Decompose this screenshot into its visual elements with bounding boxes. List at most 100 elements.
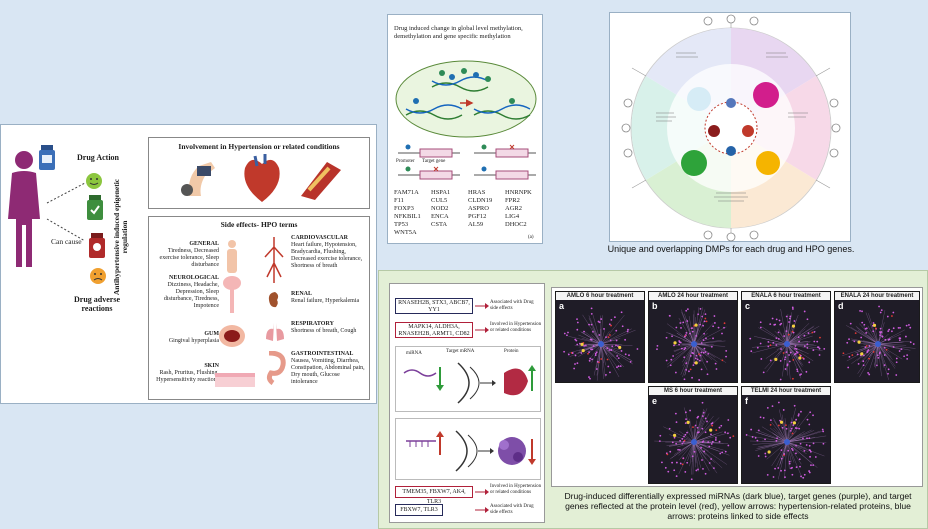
- arrow2: [475, 327, 489, 333]
- gene-cell: AL59: [468, 221, 484, 228]
- networks-area: AMLO 6 hour treatment a AMLO 24 hour tre…: [551, 287, 923, 487]
- mirna-label: miRNA: [406, 351, 422, 356]
- box1-label: Associated with Drug side effects: [490, 300, 534, 311]
- network-e-letter: e: [652, 396, 658, 406]
- networks-caption: Drug-induced differentially expressed mi…: [564, 491, 912, 521]
- gene-cell: NOD2: [431, 205, 449, 212]
- body-icon: [227, 240, 237, 273]
- gene-cell: CUL5: [431, 197, 448, 204]
- box4: FBXW7, TLR3: [395, 504, 443, 516]
- gum-block: GUM Gingival hyperplasia: [151, 331, 219, 345]
- renal-title: RENAL: [291, 291, 313, 297]
- network-panel-a: AMLO 6 hour treatment a: [555, 291, 645, 383]
- gene-cell: HRAS: [468, 189, 486, 196]
- mirna-row-1: miRNA Target mRNA Protein: [395, 346, 541, 412]
- gene-cell: NFKBIL1: [394, 213, 421, 220]
- box3-label: Involved in Hypertension or related cond…: [490, 484, 542, 495]
- side-effects-box: Side effects- HPO terms: [148, 216, 370, 400]
- mirna-panel: RNASEH2B, STX3, ABCB7, YY1 Associated wi…: [378, 270, 928, 529]
- methylation-title: Drug induced change in global level meth…: [394, 25, 523, 40]
- promoter-label: Promoter: [396, 159, 415, 164]
- gi-text: Nausea, Vomiting, Diarrhea, Constipation…: [291, 358, 365, 385]
- network-a-title: AMLO 6 hour treatment: [556, 292, 644, 300]
- vessels-icon: [264, 237, 284, 283]
- dmp-circle-diagram: [621, 14, 841, 242]
- gene-cell: DHOC2: [505, 221, 527, 228]
- skull-bottle-icon: [89, 233, 105, 258]
- network-b-letter: b: [652, 301, 658, 311]
- arrow4: [475, 507, 489, 513]
- drug-action-label: Drug Action: [77, 153, 119, 162]
- circle-panel: [609, 12, 851, 242]
- skin-text: Rash, Pruritus, Flushing, Hypersensitivi…: [156, 370, 219, 383]
- network-panel-f: TELMI 24 hour treatment f: [741, 386, 831, 484]
- sad-face-icon: [90, 268, 106, 284]
- happy-face-icon: [86, 173, 102, 189]
- gene-cell: HSPA1: [431, 189, 451, 196]
- network-c-letter: c: [745, 301, 751, 311]
- box4-label: Associated with Drug side effects: [490, 504, 534, 515]
- network-b-graph: [656, 307, 728, 381]
- target-mrna-label: Target mRNA: [446, 349, 475, 354]
- check-bottle-icon: [87, 195, 103, 220]
- bp-cuff-icon: [181, 162, 215, 196]
- resp-block: RESPIRATORY Shortness of breath, Cough: [291, 321, 367, 335]
- network-d-graph: [842, 305, 916, 380]
- mirna-schematic: RNASEH2B, STX3, ABCB7, YY1 Associated wi…: [389, 283, 545, 523]
- gene-cell: F11: [394, 197, 404, 204]
- renal-block: RENAL Renal failure, Hyperkalemia: [291, 291, 367, 305]
- gene-cell: PGF12: [468, 213, 487, 220]
- gene-cell: TP53: [394, 221, 409, 228]
- general-title: GENERAL: [189, 241, 219, 247]
- gene-cell: FOXP3: [394, 205, 414, 212]
- stomach-icon: [266, 351, 286, 385]
- target-gene-label: Target gene: [422, 159, 446, 164]
- dashed-arrows: [46, 182, 86, 242]
- network-f-letter: f: [745, 396, 748, 406]
- gene-cell: HNRNPK: [505, 189, 532, 196]
- network-a-graph: [563, 307, 639, 381]
- gene-cell: CSTA: [431, 221, 448, 228]
- network-e-graph: [654, 401, 735, 481]
- brain-icon: [223, 276, 241, 313]
- box2-label: Involved in Hypertension or related cond…: [490, 322, 542, 333]
- involvement-box: Involvement in Hypertension or related c…: [148, 137, 370, 209]
- arrow1: [475, 303, 489, 309]
- arrow3: [475, 489, 489, 495]
- skin-title: SKIN: [204, 363, 219, 369]
- gene-cell: WNT5A: [394, 229, 417, 236]
- network-d-title: ENALA 24 hour treatment: [835, 292, 919, 300]
- gi-title: GASTROINTESTINAL: [291, 351, 354, 357]
- network-f-graph: [745, 401, 827, 480]
- neuro-text: Dizziness, Headache, Depression, Sleep d…: [163, 282, 219, 309]
- heart-icon: [244, 154, 280, 202]
- network-panel-d: ENALA 24 hour treatment d: [834, 291, 920, 383]
- box1-text: RNASEH2B, STX3, ABCB7, YY1: [398, 300, 470, 313]
- box3-text: TMEM35, FBXW7, AK4, TLR3: [402, 489, 466, 505]
- left-panel: Drug Action Can cause Drug adverse react…: [0, 124, 377, 404]
- box2-text: MAPK14, ALDH3A, RNASEH2B, ARMT1, CD82: [398, 324, 470, 337]
- resp-text: Shortness of breath, Cough: [291, 328, 357, 334]
- involvement-title: Involvement in Hypertension or related c…: [178, 142, 340, 151]
- gi-block: GASTROINTESTINAL Nausea, Vomiting, Diarr…: [291, 351, 367, 386]
- vertical-title: Antihypertensive induced epigenetic regu…: [112, 178, 129, 296]
- network-panel-e: MS 6 hour treatment e: [648, 386, 738, 484]
- network-panel-b: AMLO 24 hour treatment b: [648, 291, 738, 383]
- gum-text: Gingival hyperplasia: [168, 338, 219, 344]
- drug-adverse-label: Drug adverse reactions: [74, 295, 120, 313]
- kidney-icon: [268, 292, 279, 308]
- mouth-icon: [219, 325, 245, 347]
- side-effects-title: Side effects- HPO terms: [220, 220, 298, 229]
- artery-icon: [301, 162, 341, 200]
- methylation-panel: Drug induced change in global level meth…: [387, 14, 543, 244]
- network-d-letter: d: [838, 301, 844, 311]
- gene-cell: LIG4: [505, 213, 520, 220]
- cardio-block: CARDIOVASCULAR Heart failure, Hypotensio…: [291, 235, 367, 270]
- person-figure: [8, 151, 40, 267]
- protein-label: Protein: [504, 349, 519, 354]
- box2: MAPK14, ALDH3A, RNASEH2B, ARMT1, CD82: [395, 322, 473, 338]
- skin-icon: [215, 373, 255, 387]
- resp-title: RESPIRATORY: [291, 321, 334, 327]
- network-b-title: AMLO 24 hour treatment: [649, 292, 737, 300]
- gene-cell: AGR2: [505, 205, 522, 212]
